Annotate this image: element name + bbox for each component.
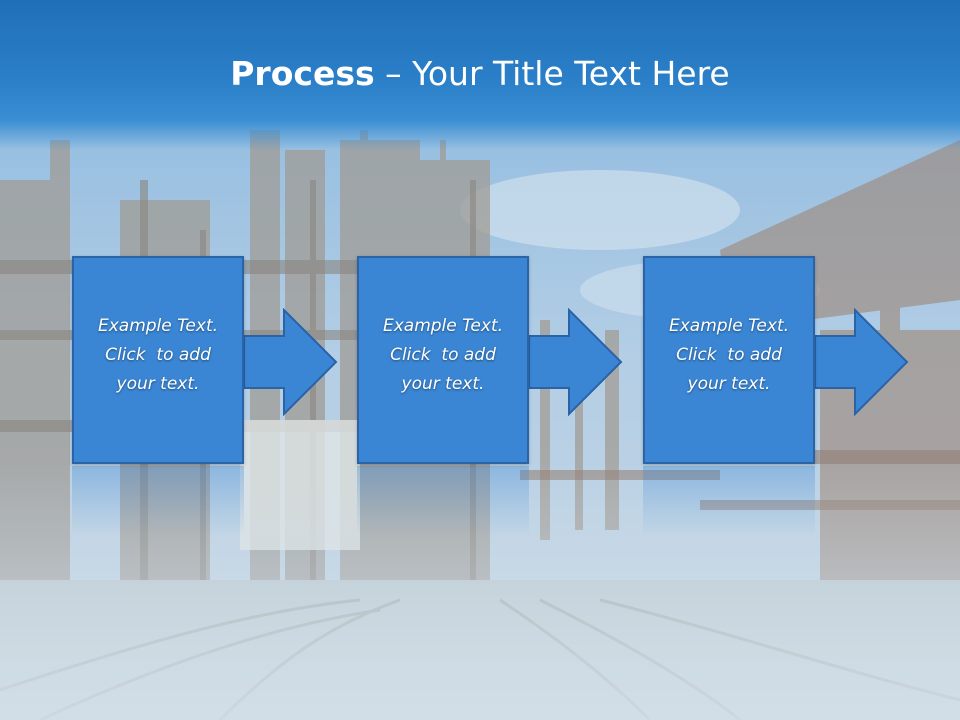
step-text-line: Click to add — [390, 345, 496, 365]
arrow-right-icon — [815, 308, 909, 416]
step-box — [643, 256, 815, 464]
step-text-line: your text. — [401, 374, 485, 394]
step-text-line: Example Text. — [382, 316, 504, 336]
step-text-line: Click to add — [105, 345, 211, 365]
step-text-line: your text. — [687, 374, 771, 394]
title-bold-text: Process — [230, 54, 375, 93]
process-step-1[interactable]: Example Text. Click to add your text. — [72, 256, 244, 466]
process-step-3[interactable]: Example Text. Click to add your text. — [643, 256, 815, 466]
step-text-line: Click to add — [676, 345, 782, 365]
step-2-reflection — [357, 466, 529, 536]
step-text-line: Example Text. — [668, 316, 790, 336]
arrow-right-icon — [529, 308, 623, 416]
step-box — [357, 256, 529, 464]
title-rest-text: – Your Title Text Here — [374, 54, 730, 93]
step-text[interactable]: Example Text. Click to add your text. — [643, 312, 815, 399]
arrow-right-icon — [244, 308, 338, 416]
step-3-reflection — [643, 466, 815, 536]
step-text[interactable]: Example Text. Click to add your text. — [357, 312, 529, 399]
step-text-line: Example Text. — [97, 316, 219, 336]
process-step-2[interactable]: Example Text. Click to add your text. — [357, 256, 529, 466]
step-box — [72, 256, 244, 464]
slide-title[interactable]: Process – Your Title Text Here — [0, 52, 960, 96]
step-text-line: your text. — [116, 374, 200, 394]
step-1-reflection — [72, 466, 244, 536]
title-bar — [0, 0, 960, 150]
step-text[interactable]: Example Text. Click to add your text. — [72, 312, 244, 399]
